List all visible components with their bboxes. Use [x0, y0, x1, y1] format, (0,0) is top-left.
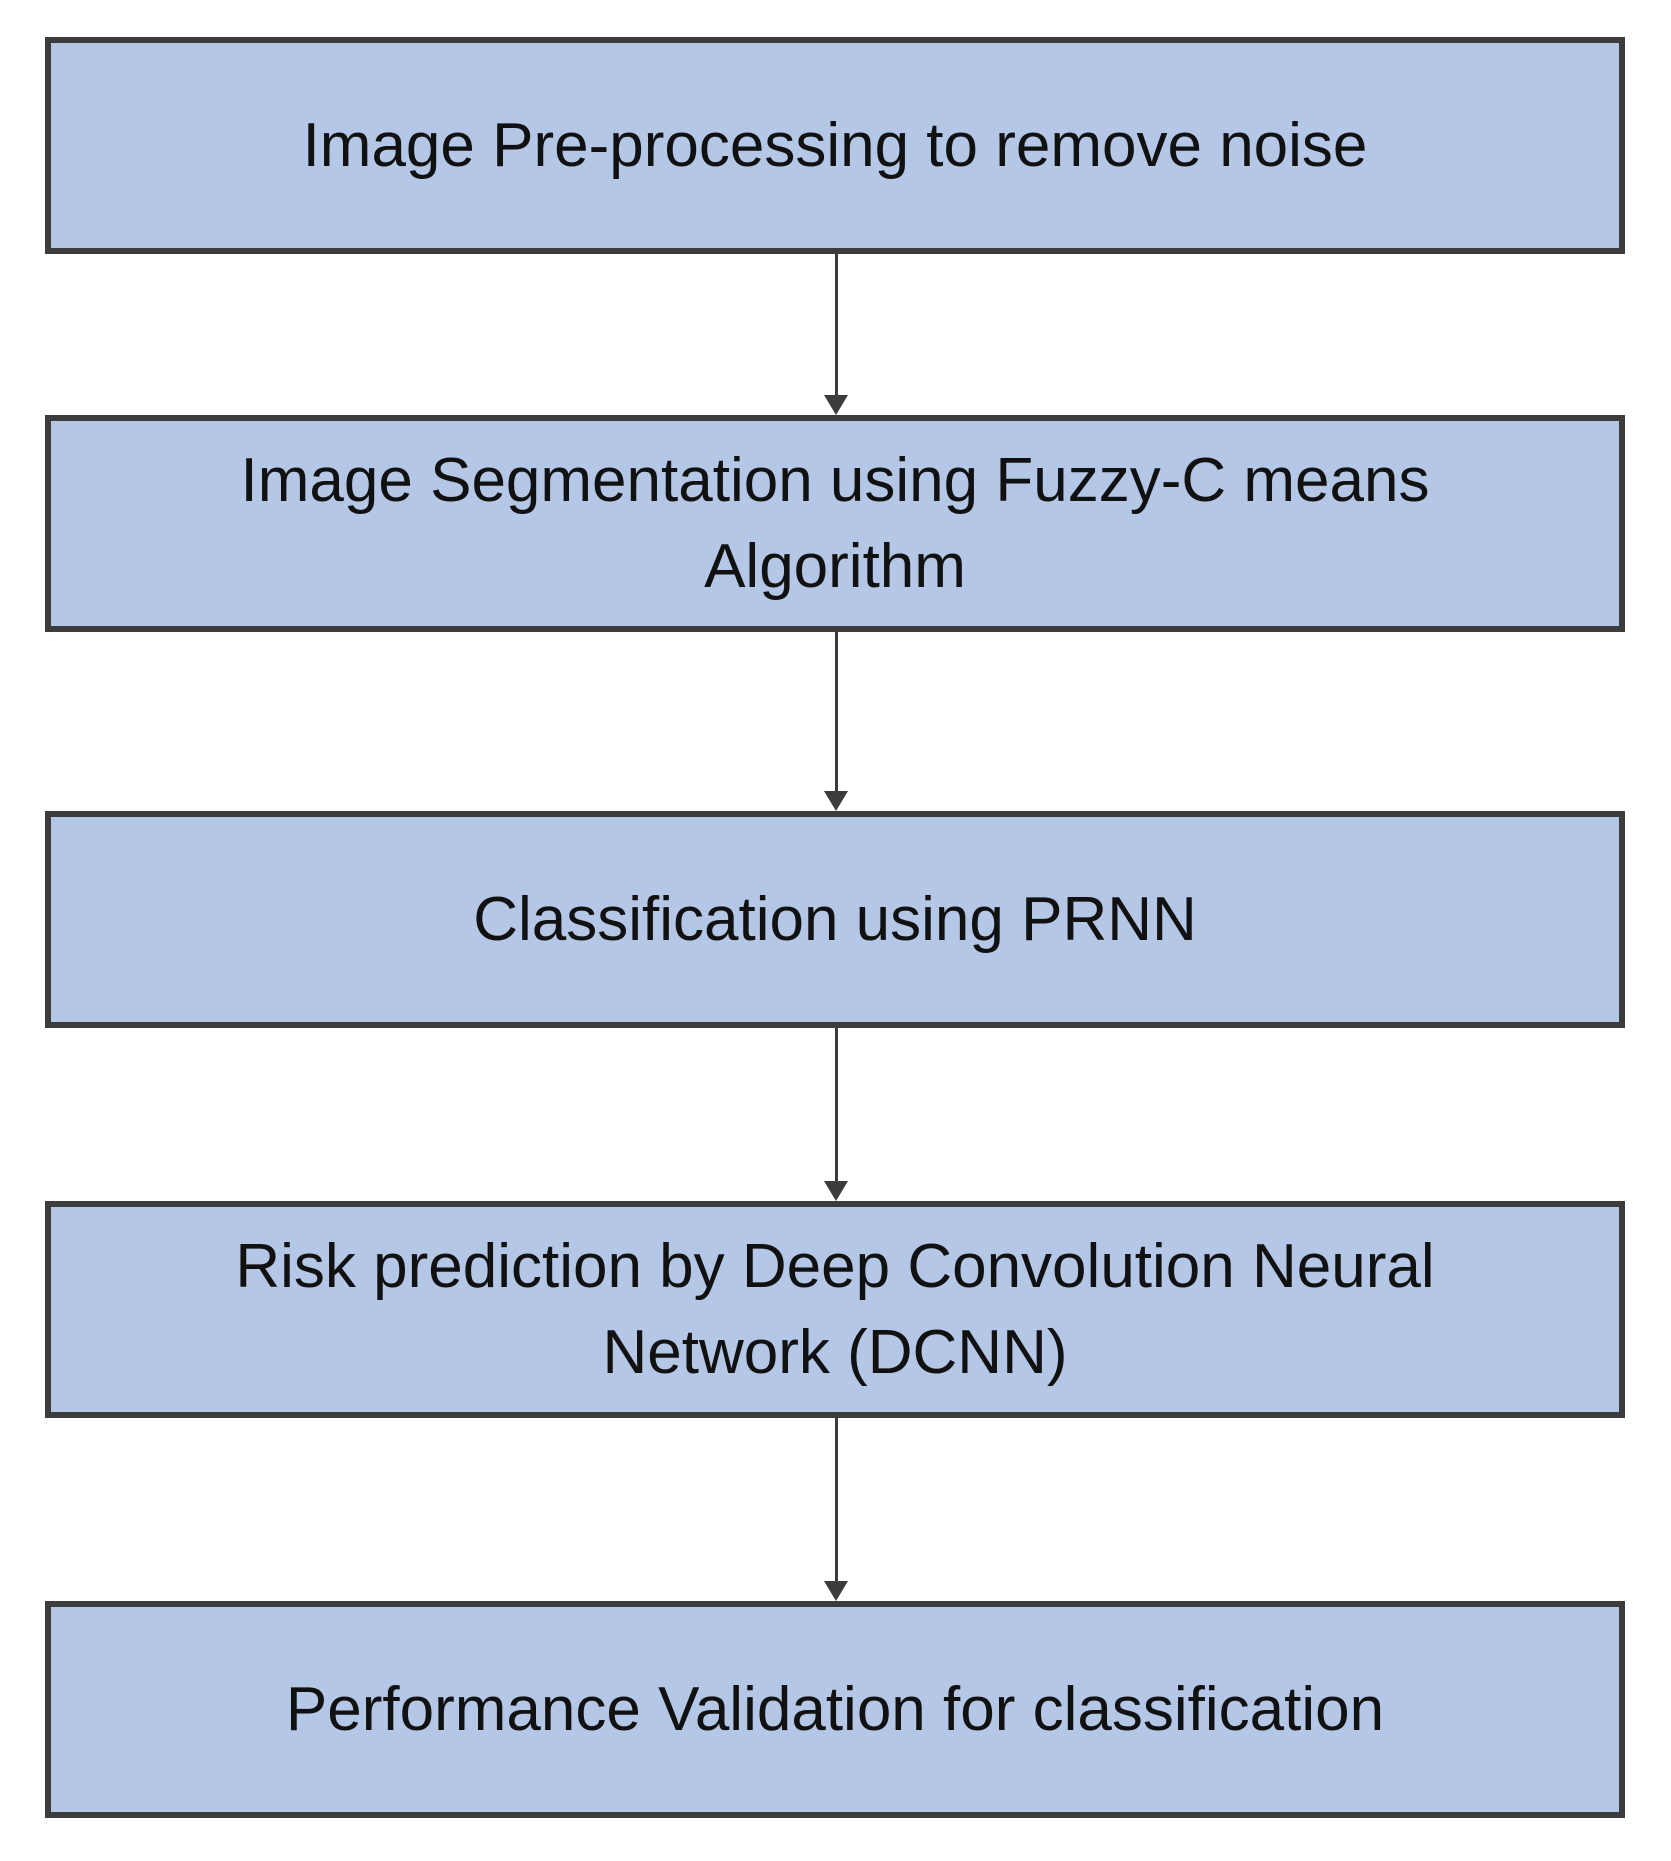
- step-risk-prediction-box: Risk prediction by Deep Convolution Neur…: [45, 1201, 1625, 1418]
- step-classification-label: Classification using PRNN: [473, 884, 1197, 954]
- step-segmentation-box: Image Segmentation using Fuzzy-C means A…: [45, 415, 1625, 632]
- arrow-head-icon: [824, 791, 848, 811]
- step-classification-box: Classification using PRNN: [45, 811, 1625, 1028]
- step-preprocessing-box: Image Pre-processing to remove noise: [45, 37, 1625, 254]
- step-segmentation-label: Image Segmentation using Fuzzy-C means A…: [240, 445, 1430, 601]
- step-risk-prediction-label: Risk prediction by Deep Convolution Neur…: [235, 1231, 1435, 1387]
- step-validation-label: Performance Validation for classificatio…: [285, 1674, 1385, 1744]
- arrow-head-icon: [824, 395, 848, 415]
- step-preprocessing-label: Image Pre-processing to remove noise: [302, 110, 1368, 180]
- arrow-head-icon: [824, 1181, 848, 1201]
- arrow-shaft: [834, 254, 838, 397]
- arrow-shaft: [834, 1028, 838, 1183]
- arrow-shaft: [834, 632, 838, 793]
- step-validation-box: Performance Validation for classificatio…: [45, 1601, 1625, 1818]
- arrow-head-icon: [824, 1581, 848, 1601]
- arrow-shaft: [834, 1418, 838, 1583]
